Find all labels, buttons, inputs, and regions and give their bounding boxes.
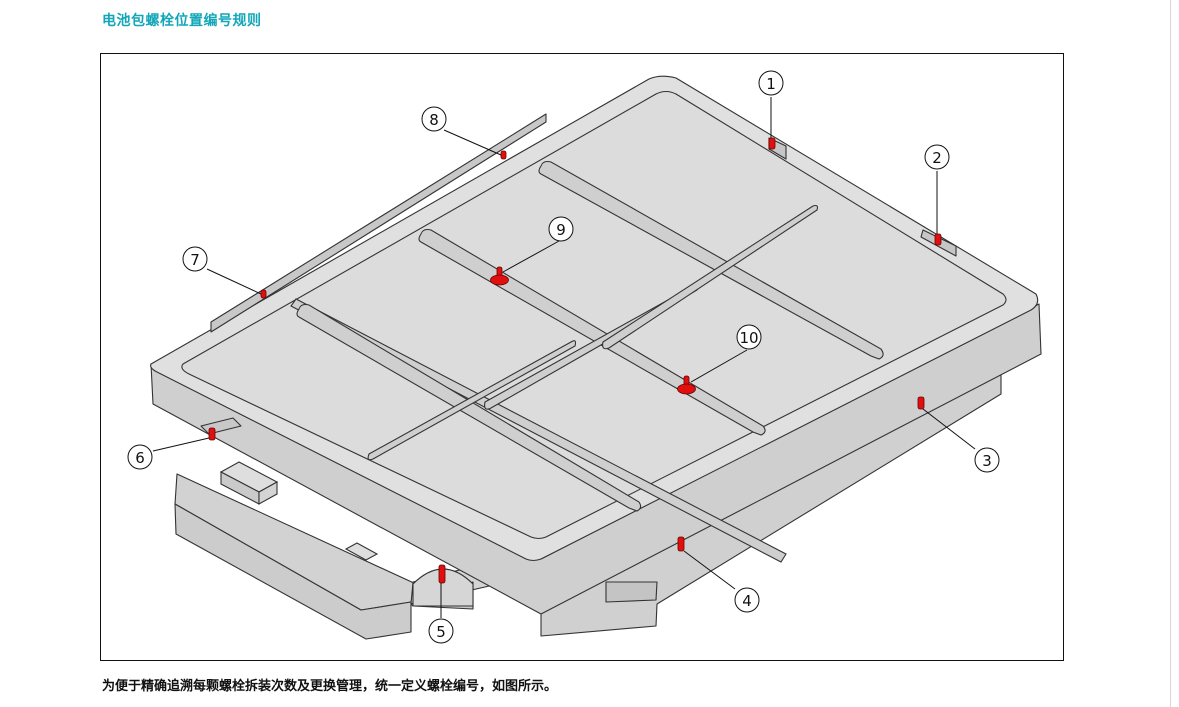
svg-text:10: 10 bbox=[739, 329, 758, 347]
svg-text:5: 5 bbox=[436, 623, 446, 641]
bolt-10-icon bbox=[677, 375, 696, 395]
callout-9: 9 bbox=[548, 216, 574, 242]
bolt-7-icon bbox=[260, 289, 267, 299]
callouts: 1 2 3 4 5 6 7 bbox=[127, 70, 1000, 644]
page-edge-divider bbox=[1170, 0, 1171, 707]
bolt-3-icon bbox=[917, 396, 925, 410]
callout-3: 3 bbox=[974, 447, 1000, 473]
bolt-8-icon bbox=[500, 150, 507, 160]
callout-4: 4 bbox=[734, 587, 760, 613]
battery-pack-body bbox=[150, 75, 1042, 640]
svg-text:1: 1 bbox=[766, 75, 776, 93]
callout-6: 6 bbox=[127, 444, 153, 470]
callout-8: 8 bbox=[421, 106, 447, 132]
front-blocks bbox=[219, 461, 379, 561]
callout-10: 10 bbox=[736, 324, 762, 350]
figure-caption: 为便于精确追溯每颗螺栓拆装次数及更换管理，统一定义螺栓编号，如图所示。 bbox=[102, 679, 558, 694]
svg-text:9: 9 bbox=[556, 221, 566, 239]
callout-1: 1 bbox=[758, 70, 784, 96]
callout-7: 7 bbox=[182, 246, 208, 272]
bolt-1-icon bbox=[768, 137, 776, 150]
page-title: 电池包螺栓位置编号规则 bbox=[102, 13, 262, 29]
bolt-6-icon bbox=[208, 427, 216, 441]
bolt-5-icon bbox=[438, 564, 446, 584]
svg-text:3: 3 bbox=[982, 452, 992, 470]
callout-5: 5 bbox=[428, 618, 454, 644]
svg-text:7: 7 bbox=[190, 251, 200, 269]
bolt-5-boss bbox=[412, 568, 474, 607]
svg-text:4: 4 bbox=[742, 592, 752, 610]
svg-text:6: 6 bbox=[135, 449, 145, 467]
svg-text:8: 8 bbox=[429, 111, 439, 129]
bolt-9-icon bbox=[490, 266, 509, 286]
bolts bbox=[208, 137, 942, 584]
leader-lines bbox=[152, 97, 976, 618]
battery-pack-diagram: 1 2 3 4 5 6 7 bbox=[127, 70, 1042, 644]
bolt-4-icon bbox=[677, 536, 685, 552]
svg-text:2: 2 bbox=[932, 149, 942, 167]
bolt-2-icon bbox=[934, 233, 942, 246]
figure-frame: 1 2 3 4 5 6 7 bbox=[100, 53, 1064, 661]
callout-2: 2 bbox=[924, 144, 950, 170]
